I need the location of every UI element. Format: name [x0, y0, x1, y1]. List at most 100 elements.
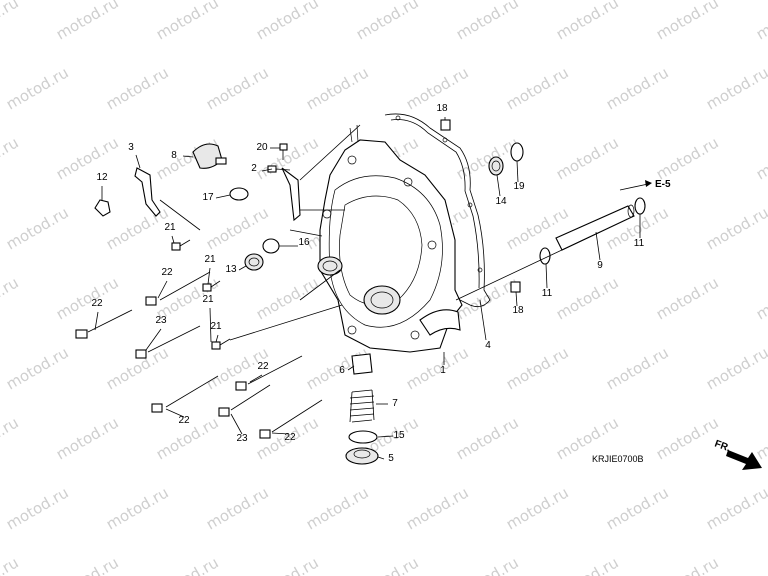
crankcase-cover [317, 124, 463, 353]
part-callout-1: 1 [440, 365, 446, 376]
part-callout-9: 9 [597, 260, 603, 271]
part-callout-22: 22 [161, 267, 173, 278]
bracket-part-3 [134, 167, 161, 217]
watermark-text: motod.ru [0, 0, 22, 43]
part-callout-21: 21 [204, 254, 216, 265]
watermark-text: motod.ru [0, 273, 22, 323]
part-callout-18: 18 [512, 305, 524, 316]
reference-label: E-5 [655, 179, 671, 190]
breather-bracket [281, 167, 301, 222]
watermark-text: motod.ru [703, 63, 768, 113]
watermark-text: motod.ru [53, 553, 122, 576]
watermark-text: motod.ru [303, 63, 372, 113]
watermark-text: motod.ru [3, 483, 72, 533]
o-ring-part-17 [229, 187, 249, 201]
bolt-part-20 [279, 143, 288, 160]
part-callout-21: 21 [210, 321, 222, 332]
front-direction-indicator: FR. [713, 438, 762, 470]
watermark-text: motod.ru [353, 0, 422, 43]
watermark-text: motod.ru [553, 0, 622, 43]
oil-filler-cap-part-8 [192, 143, 227, 169]
o-ring-part-15 [348, 430, 378, 444]
leader-lines [94, 117, 641, 460]
spring-part-7 [349, 389, 375, 423]
part-callout-22: 22 [257, 361, 269, 372]
part-callout-7: 7 [392, 398, 398, 409]
o-ring-part-16 [262, 238, 280, 254]
part-callout-4: 4 [485, 340, 491, 351]
watermark-text: motod.ru [203, 63, 272, 113]
clip-part-12 [94, 199, 111, 217]
part-callout-22: 22 [91, 298, 103, 309]
strainer-part-6 [351, 353, 373, 375]
watermark-text: motod.ru [453, 0, 522, 43]
watermark-text: motod.ru [653, 0, 722, 43]
watermark-text: motod.ru [203, 203, 272, 253]
part-callout-21: 21 [202, 294, 214, 305]
part-callout-22: 22 [178, 415, 190, 426]
watermark-text: motod.ru [703, 343, 768, 393]
dowel-pin-part-18-top [440, 119, 451, 131]
dowel-pin-part-18-bottom [510, 281, 521, 293]
watermark-text: motod.ru [53, 413, 122, 463]
watermark-text: motod.ru [753, 553, 768, 576]
watermark-text: motod.ru [3, 63, 72, 113]
watermark-text: motod.ru [503, 63, 572, 113]
watermark-text: motod.ru [703, 203, 768, 253]
watermark-text: motod.ru [453, 413, 522, 463]
watermark-text: motod.ru [753, 0, 768, 43]
watermark-text: motod.ru [553, 553, 622, 576]
oil-seal-part-14 [488, 156, 504, 176]
part-callout-3: 3 [128, 142, 134, 153]
watermark-text: motod.ru [653, 553, 722, 576]
watermark-text: motod.ru [103, 483, 172, 533]
watermark-text: motod.ru [703, 483, 768, 533]
part-callout-5: 5 [388, 453, 394, 464]
watermark-text: motod.ru [653, 413, 722, 463]
watermark-text: motod.ru [3, 343, 72, 393]
part-callout-13: 13 [225, 264, 237, 275]
part-callout-17: 17 [202, 192, 214, 203]
part-callout-11: 11 [542, 288, 553, 299]
watermark-text: motod.ru [3, 203, 72, 253]
hose-part-9 [555, 204, 635, 251]
gasket [384, 113, 491, 308]
clamp-part-11 [539, 197, 646, 265]
part-callout-23: 23 [236, 433, 248, 444]
plug-part-13 [244, 253, 264, 271]
watermark-text: motod.ru [253, 0, 322, 43]
part-callout-18: 18 [436, 103, 448, 114]
part-callout-14: 14 [495, 196, 507, 207]
watermark-text: motod.ru [653, 133, 722, 183]
reference-e5[interactable]: E-5 [619, 179, 671, 191]
watermark-text: motod.ru [153, 0, 222, 43]
watermark-text: motod.ru [53, 0, 122, 43]
watermark-text: motod.ru [303, 483, 372, 533]
seal-part-19 [510, 142, 524, 162]
part-callout-11: 11 [634, 238, 645, 249]
part-number-callouts: 1234567891111121314151617181819202121212… [91, 103, 644, 464]
watermark-text: motod.ru [753, 133, 768, 183]
watermark-text: motod.ru [603, 63, 672, 113]
watermark-text: motod.ru [453, 273, 522, 323]
direction-label: FR. [713, 438, 732, 454]
part-callout-12: 12 [96, 172, 108, 183]
watermark-text: motod.ru [103, 63, 172, 113]
part-callout-15: 15 [393, 430, 405, 441]
watermark-text: motod.ru [753, 413, 768, 463]
part-callout-23: 23 [155, 315, 167, 326]
watermark-text: motod.ru [0, 553, 22, 576]
watermark-text: motod.ru [653, 273, 722, 323]
part-callout-8: 8 [171, 150, 177, 161]
watermark-text: motod.ru [553, 133, 622, 183]
long-bolts [75, 271, 323, 439]
watermark-text: motod.ru [553, 273, 622, 323]
watermark-text: motod.ru [353, 553, 422, 576]
part-callout-20: 20 [256, 142, 268, 153]
part-callout-22: 22 [284, 432, 296, 443]
watermark-text: motod.ru [453, 133, 522, 183]
watermark-text: motod.ru [0, 413, 22, 463]
drain-plug-part-5 [345, 447, 379, 465]
part-callout-16: 16 [298, 237, 310, 248]
